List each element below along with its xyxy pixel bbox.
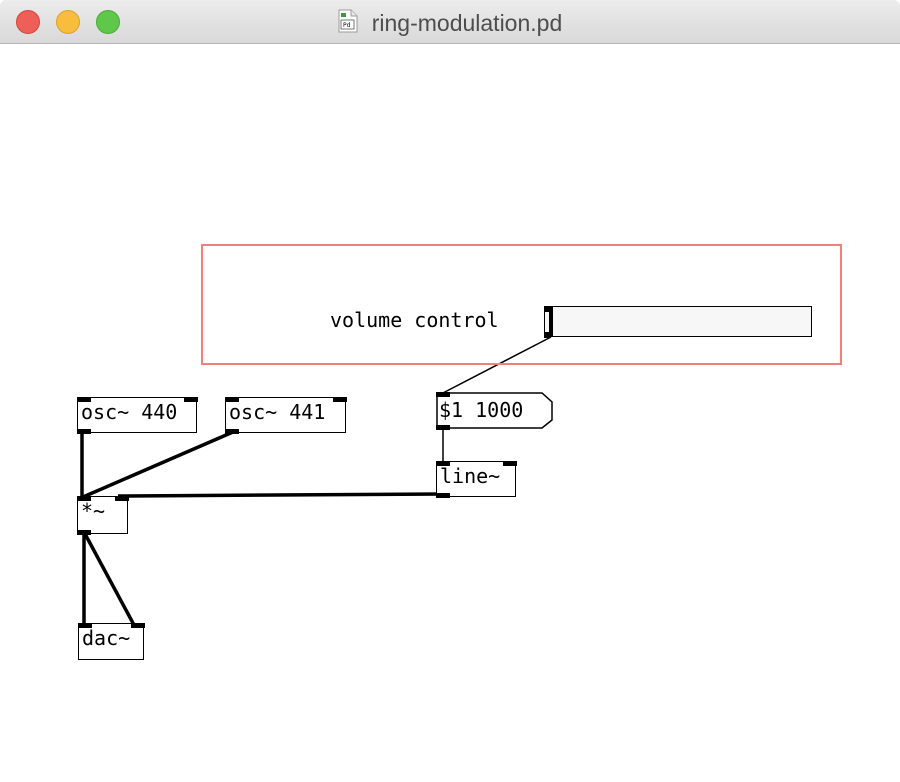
multiply-outlet[interactable]: [76, 529, 91, 535]
multiply-label: *~: [81, 499, 106, 523]
svg-text:Pd: Pd: [343, 22, 351, 29]
minimize-button[interactable]: [56, 10, 80, 34]
multiply-inlet-left[interactable]: [76, 495, 91, 501]
line-object[interactable]: line~: [435, 460, 517, 498]
window-title: ring-modulation.pd: [371, 10, 563, 37]
multiply-inlet-right[interactable]: [114, 495, 129, 501]
cord-multiply-to-dac-right: [82, 531, 136, 626]
osc-440-label: osc~ 440: [81, 400, 178, 424]
volume-control-label: volume control: [330, 308, 499, 332]
osc-440-object[interactable]: osc~ 440: [76, 396, 198, 434]
message-inlet: [436, 392, 450, 397]
osc-441-label: osc~ 441: [229, 400, 326, 424]
volume-canvas[interactable]: [201, 244, 842, 365]
pd-document-icon: Pd: [338, 9, 358, 33]
slider-knob[interactable]: [549, 307, 553, 336]
line-label: line~: [440, 464, 501, 488]
line-inlet-left[interactable]: [435, 460, 450, 466]
osc-440-inlet-right[interactable]: [183, 396, 198, 402]
dac-object[interactable]: dac~: [77, 622, 145, 660]
osc-441-inlet-right[interactable]: [332, 396, 347, 402]
title-bar[interactable]: Pd ring-modulation.pd: [0, 0, 900, 44]
dac-inlet-left[interactable]: [77, 622, 92, 628]
osc-441-outlet[interactable]: [224, 428, 239, 434]
osc-441-object[interactable]: osc~ 441: [224, 396, 347, 434]
multiply-object[interactable]: *~: [76, 495, 129, 535]
line-inlet-right[interactable]: [502, 460, 517, 466]
osc-440-outlet[interactable]: [76, 428, 91, 434]
volume-slider[interactable]: [543, 305, 812, 338]
ramp-message-text: $1 1000: [439, 398, 524, 422]
dac-label: dac~: [82, 626, 131, 650]
osc-440-inlet-left[interactable]: [76, 396, 91, 402]
cord-osc441-to-multiply: [82, 430, 234, 499]
window-title-group: Pd ring-modulation.pd: [0, 8, 900, 38]
message-outlet: [436, 425, 450, 430]
dac-inlet-right[interactable]: [130, 622, 145, 628]
slider-inlet[interactable]: [543, 305, 550, 312]
cord-line-to-multiply: [117, 492, 444, 498]
ramp-message-box[interactable]: [436, 392, 554, 430]
close-button[interactable]: [16, 10, 40, 34]
zoom-button[interactable]: [96, 10, 120, 34]
osc-441-inlet-left[interactable]: [224, 396, 239, 402]
line-outlet[interactable]: [435, 492, 450, 498]
slider-outlet[interactable]: [543, 331, 550, 338]
